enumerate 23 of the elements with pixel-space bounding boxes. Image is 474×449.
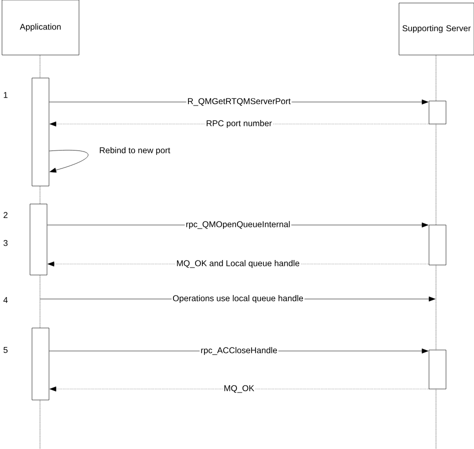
step-number: 5	[4, 347, 8, 353]
step-number: 3	[4, 240, 8, 246]
edge-label: R_QMGetRTQMServerPort	[186, 97, 292, 107]
participant-box: Application	[2, 0, 80, 56]
activation-bar	[32, 78, 50, 186]
step-number: 2	[4, 212, 8, 218]
activation-bar	[32, 328, 50, 400]
step-number: 1	[4, 92, 8, 98]
edge-label: RPC port number	[205, 119, 273, 129]
participant-box: Supporting Server	[398, 2, 474, 56]
edge-label: MQ_OK	[222, 384, 256, 394]
edge-label: rpc_ACCloseHandle	[200, 346, 278, 356]
message-arrow	[50, 386, 429, 392]
activation-bar	[428, 350, 446, 390]
activation-bar	[428, 100, 446, 124]
step-number: 4	[3, 297, 8, 303]
activation-bar	[428, 224, 446, 266]
activation-bar	[30, 204, 48, 276]
edge-label: Rebind to new port	[100, 147, 170, 155]
edge-label: rpc_QMOpenQueueInternal	[184, 220, 292, 230]
edge-label: MQ_OK and Local queue handle	[175, 259, 301, 269]
self-arrow	[49, 150, 88, 173]
edge-label: Operations use local queue handle	[172, 294, 304, 304]
